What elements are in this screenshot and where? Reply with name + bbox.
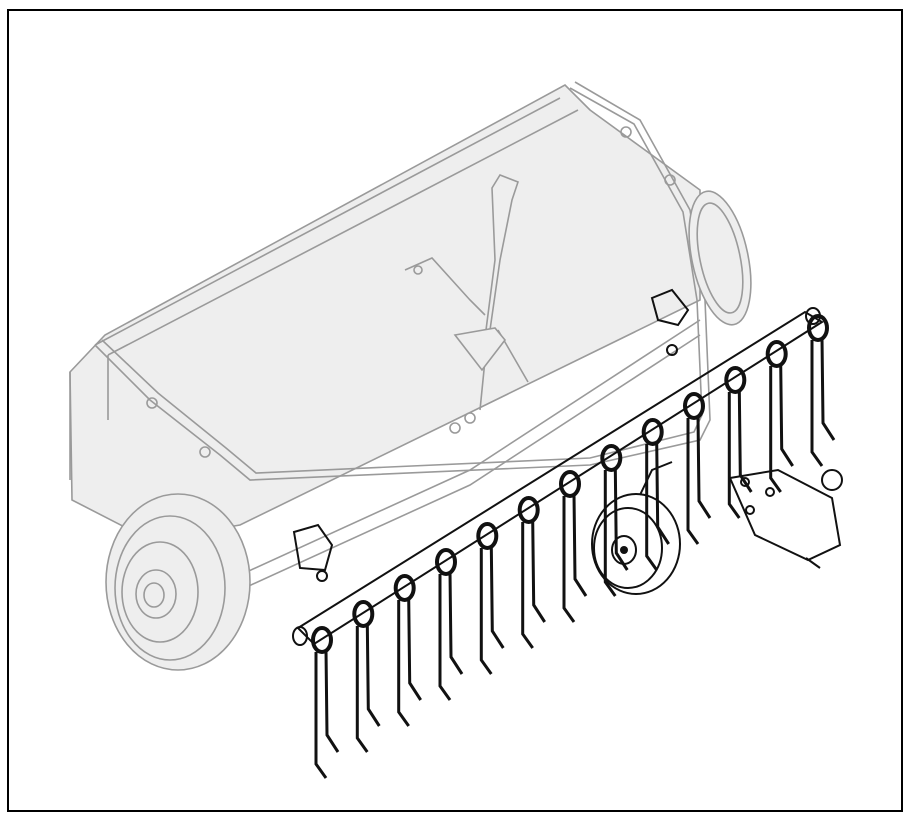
spreader-body [69, 81, 752, 671]
spring-tine [559, 470, 588, 623]
spring-tine [517, 496, 546, 649]
spring-tine [476, 522, 505, 675]
tine-group [311, 314, 836, 779]
spring-tine [683, 392, 712, 545]
spring-tine [765, 340, 794, 493]
spring-tine [352, 600, 381, 753]
spring-tine [311, 626, 340, 779]
spring-tine [393, 574, 422, 727]
spring-tine [724, 366, 753, 519]
dethatcher-attachment [292, 288, 843, 646]
frame-border [7, 9, 903, 812]
spring-tine [600, 444, 629, 597]
spring-tine [807, 314, 836, 467]
spring-tine [641, 418, 670, 571]
spring-tine [435, 548, 464, 701]
